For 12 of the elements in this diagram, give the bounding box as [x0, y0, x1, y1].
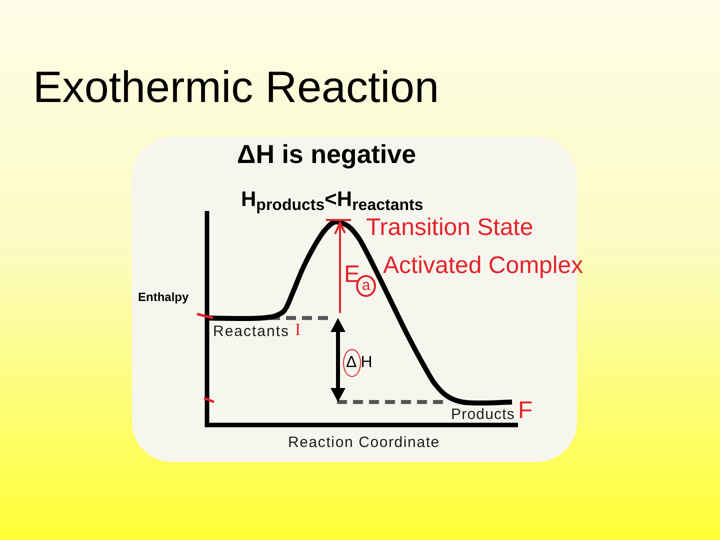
activation-energy-label: E$_{a}$	[344, 261, 376, 298]
annotation-letter: F	[518, 397, 533, 426]
curve-label: Reactants	[213, 322, 290, 340]
slide-title: Exothermic Reaction	[33, 62, 439, 114]
heading: ΔH is negative	[237, 139, 416, 171]
curve-label: Products	[451, 406, 515, 424]
formula: H$_{products}$<H$_{reactants}$	[241, 187, 424, 214]
annotation-text: Activated Complex	[383, 252, 584, 282]
annotation-text: Transition State	[366, 214, 534, 244]
annotation-letter: I	[295, 320, 301, 340]
axis-label: Reaction Coordinate	[288, 434, 440, 452]
axis-label: Enthalpy	[138, 290, 189, 304]
